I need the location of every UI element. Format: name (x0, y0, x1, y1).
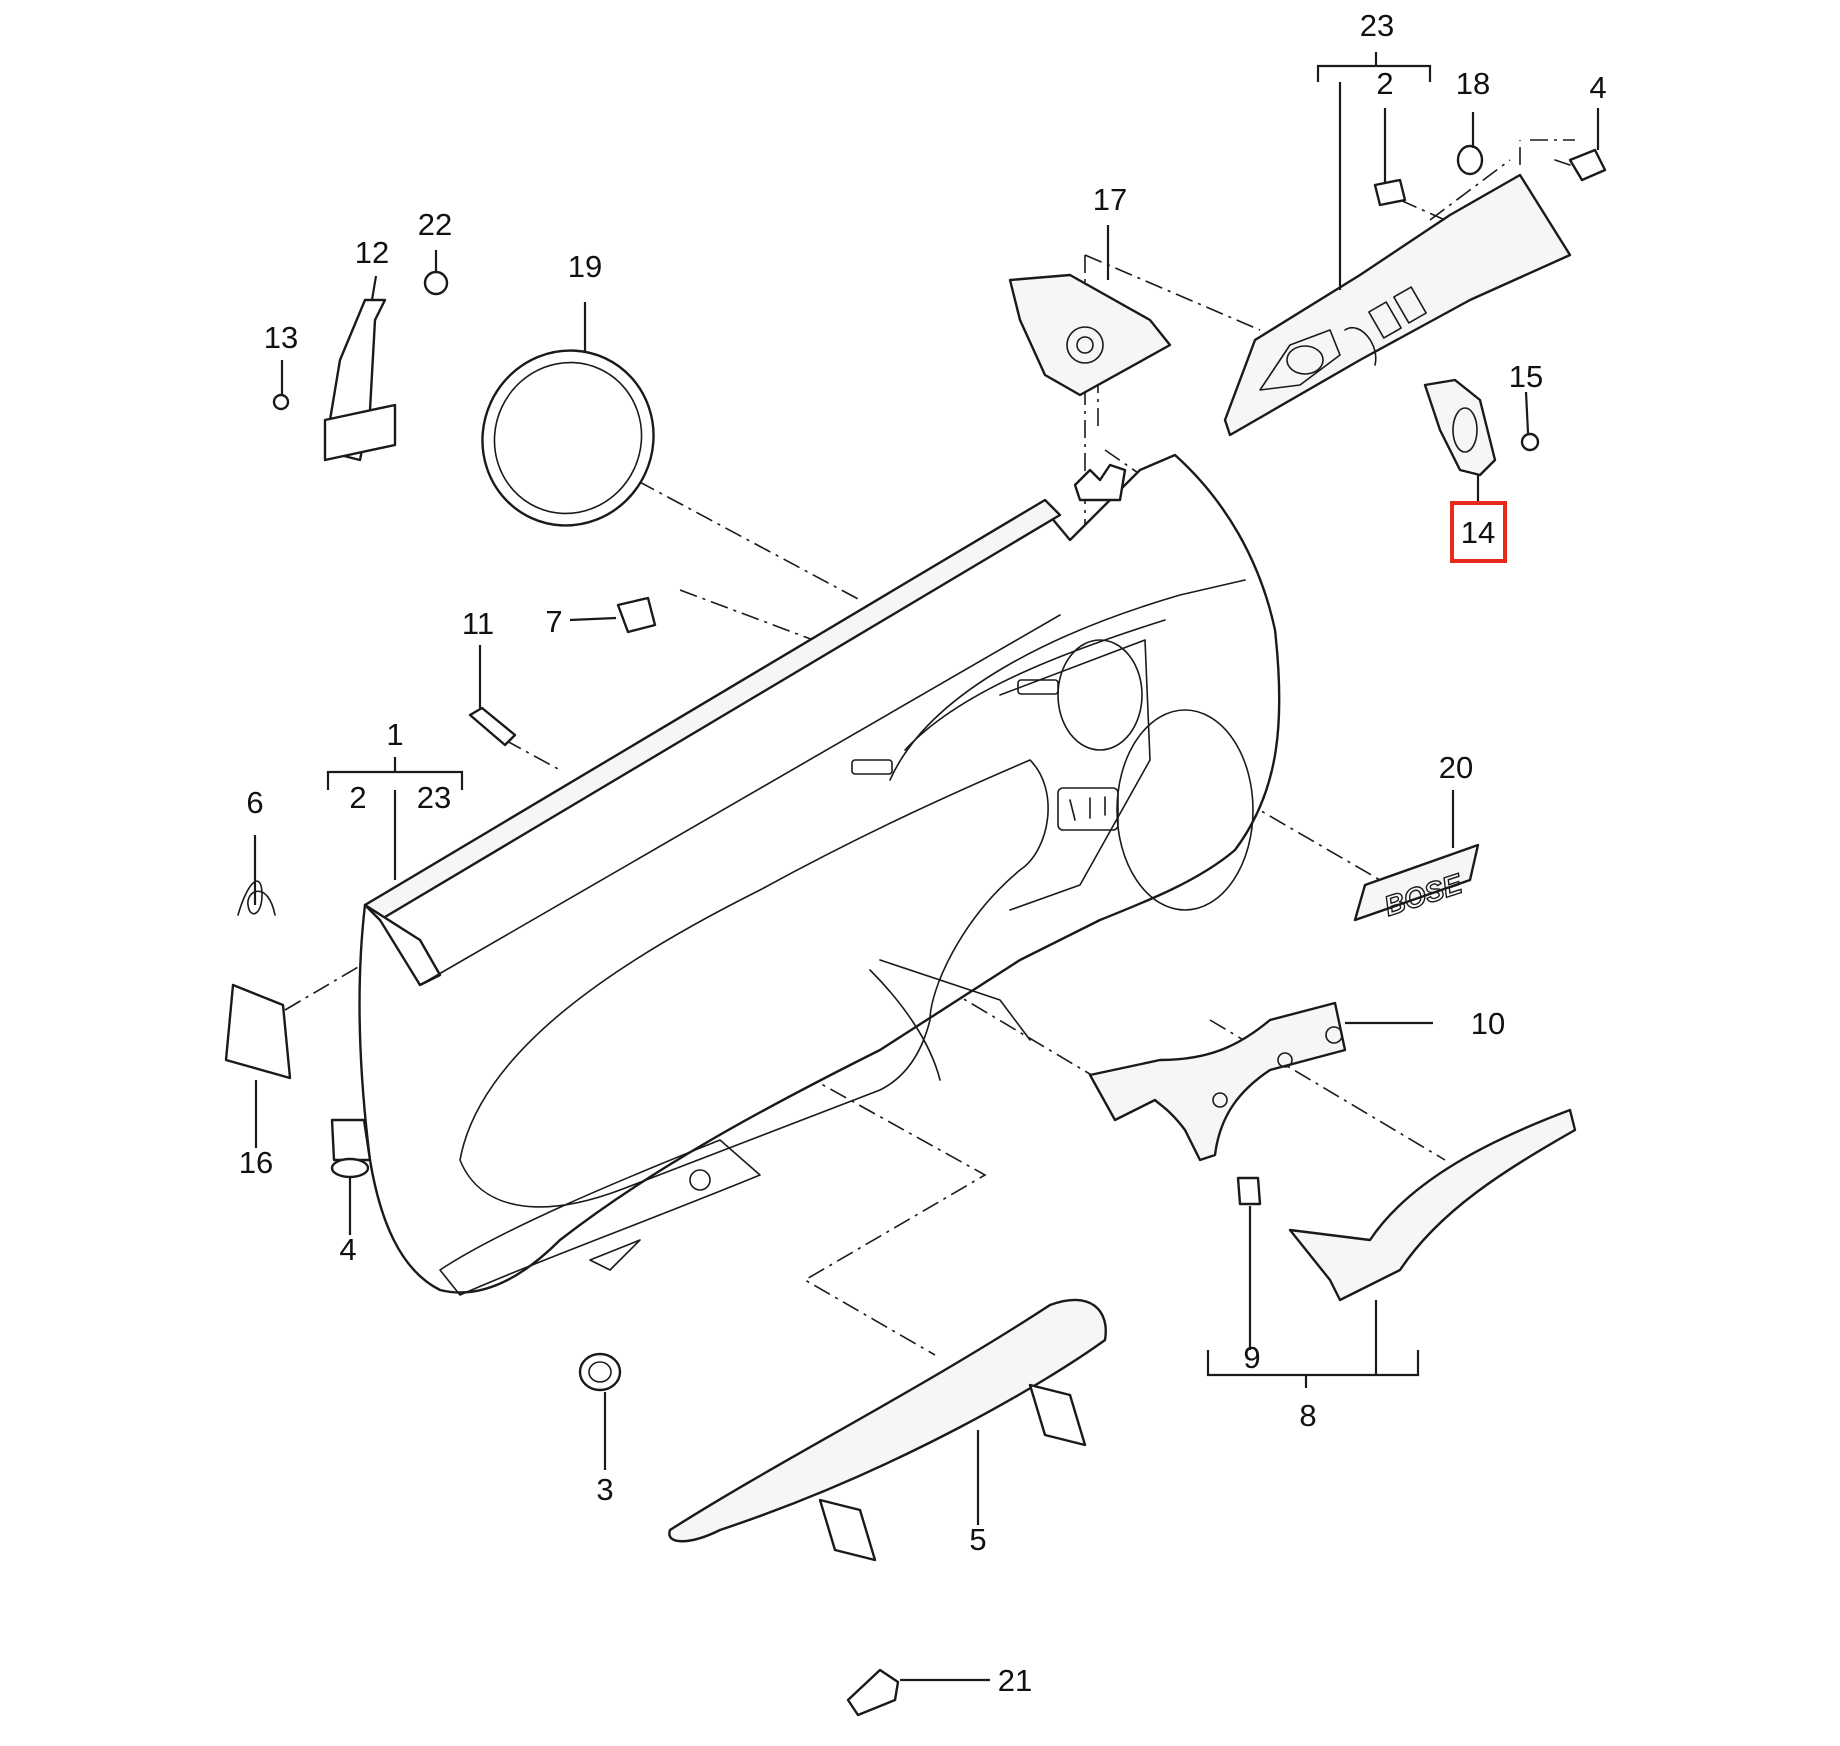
upper-trim-assembly-23 (1223, 173, 1572, 437)
leader-lines (253, 82, 1600, 1682)
callout-2-left: 2 (349, 780, 366, 815)
callout-labels: 1 2 23 23 2 18 4 17 19 12 22 13 15 14 7 … (239, 8, 1607, 1698)
callout-8: 8 (1299, 1398, 1316, 1433)
highlight-box-14 (1450, 501, 1507, 563)
small-parts (224, 144, 1607, 1717)
callout-17: 17 (1093, 182, 1127, 217)
callout-4-top: 4 (1589, 70, 1606, 105)
callout-18: 18 (1456, 66, 1490, 101)
callout-16: 16 (239, 1145, 273, 1180)
group-brackets (326, 52, 1432, 1388)
callout-1: 1 (386, 717, 403, 752)
callout-4-bottom: 4 (339, 1232, 356, 1267)
callout-21: 21 (998, 1663, 1032, 1698)
speaker-bracket-14 (1423, 378, 1497, 477)
speaker-ring-19 (481, 349, 655, 527)
callout-13: 13 (264, 320, 298, 355)
callout-15: 15 (1509, 359, 1543, 394)
door-handle-10 (1088, 1001, 1347, 1162)
callout-22: 22 (418, 207, 452, 242)
callout-10: 10 (1471, 1006, 1505, 1041)
callout-11: 11 (462, 606, 494, 641)
callout-12: 12 (355, 235, 389, 270)
callout-14: 14 (1461, 515, 1495, 550)
tweeter-cover-17 (1008, 273, 1172, 397)
door-panel-main (358, 453, 1281, 1296)
bose-badge-20: BOSE (1353, 843, 1480, 923)
callout-23-top: 23 (1360, 8, 1394, 43)
callout-2-top: 2 (1376, 66, 1393, 101)
callout-7: 7 (545, 604, 562, 639)
trim-strip-8 (1288, 1108, 1577, 1302)
callout-20: 20 (1439, 750, 1473, 785)
callout-3: 3 (596, 1472, 613, 1507)
callout-23-left: 23 (417, 780, 451, 815)
callout-6: 6 (246, 785, 263, 820)
armrest-pad-5 (668, 1298, 1107, 1562)
callout-19: 19 (568, 249, 602, 284)
callout-9: 9 (1243, 1340, 1260, 1375)
callout-5: 5 (969, 1522, 986, 1557)
